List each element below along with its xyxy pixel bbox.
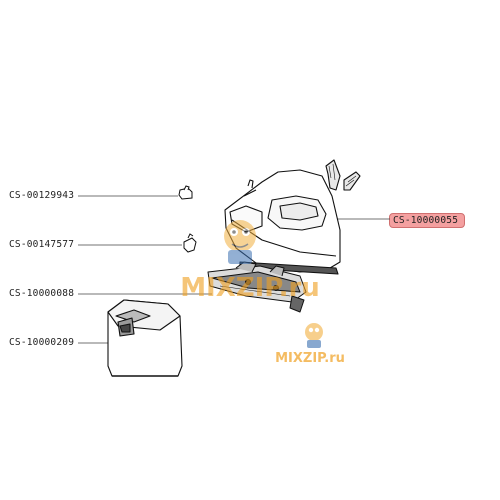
base-station-icon [107,299,183,377]
part-label-cs-10000055[interactable]: CS-10000055 [389,213,466,228]
soleplate-part-icon [207,261,307,313]
leader-lines [78,195,390,344]
watermark-small-text: MIXZIP.ru [275,351,345,366]
watermark-small [305,323,323,348]
iron-handle-icon [224,159,361,275]
clip-part-icon [178,185,193,200]
watermark-large-text: MIXZIP.ru [180,273,320,303]
bracket-part-icon [183,233,197,253]
part-label-cs-00147577[interactable]: CS-00147577 [9,239,75,250]
part-label-cs-10000209[interactable]: CS-10000209 [9,337,75,348]
watermark-large [224,220,256,264]
part-label-cs-10000088[interactable]: CS-10000088 [9,288,75,299]
part-label-cs-00129943[interactable]: CS-00129943 [9,190,75,201]
